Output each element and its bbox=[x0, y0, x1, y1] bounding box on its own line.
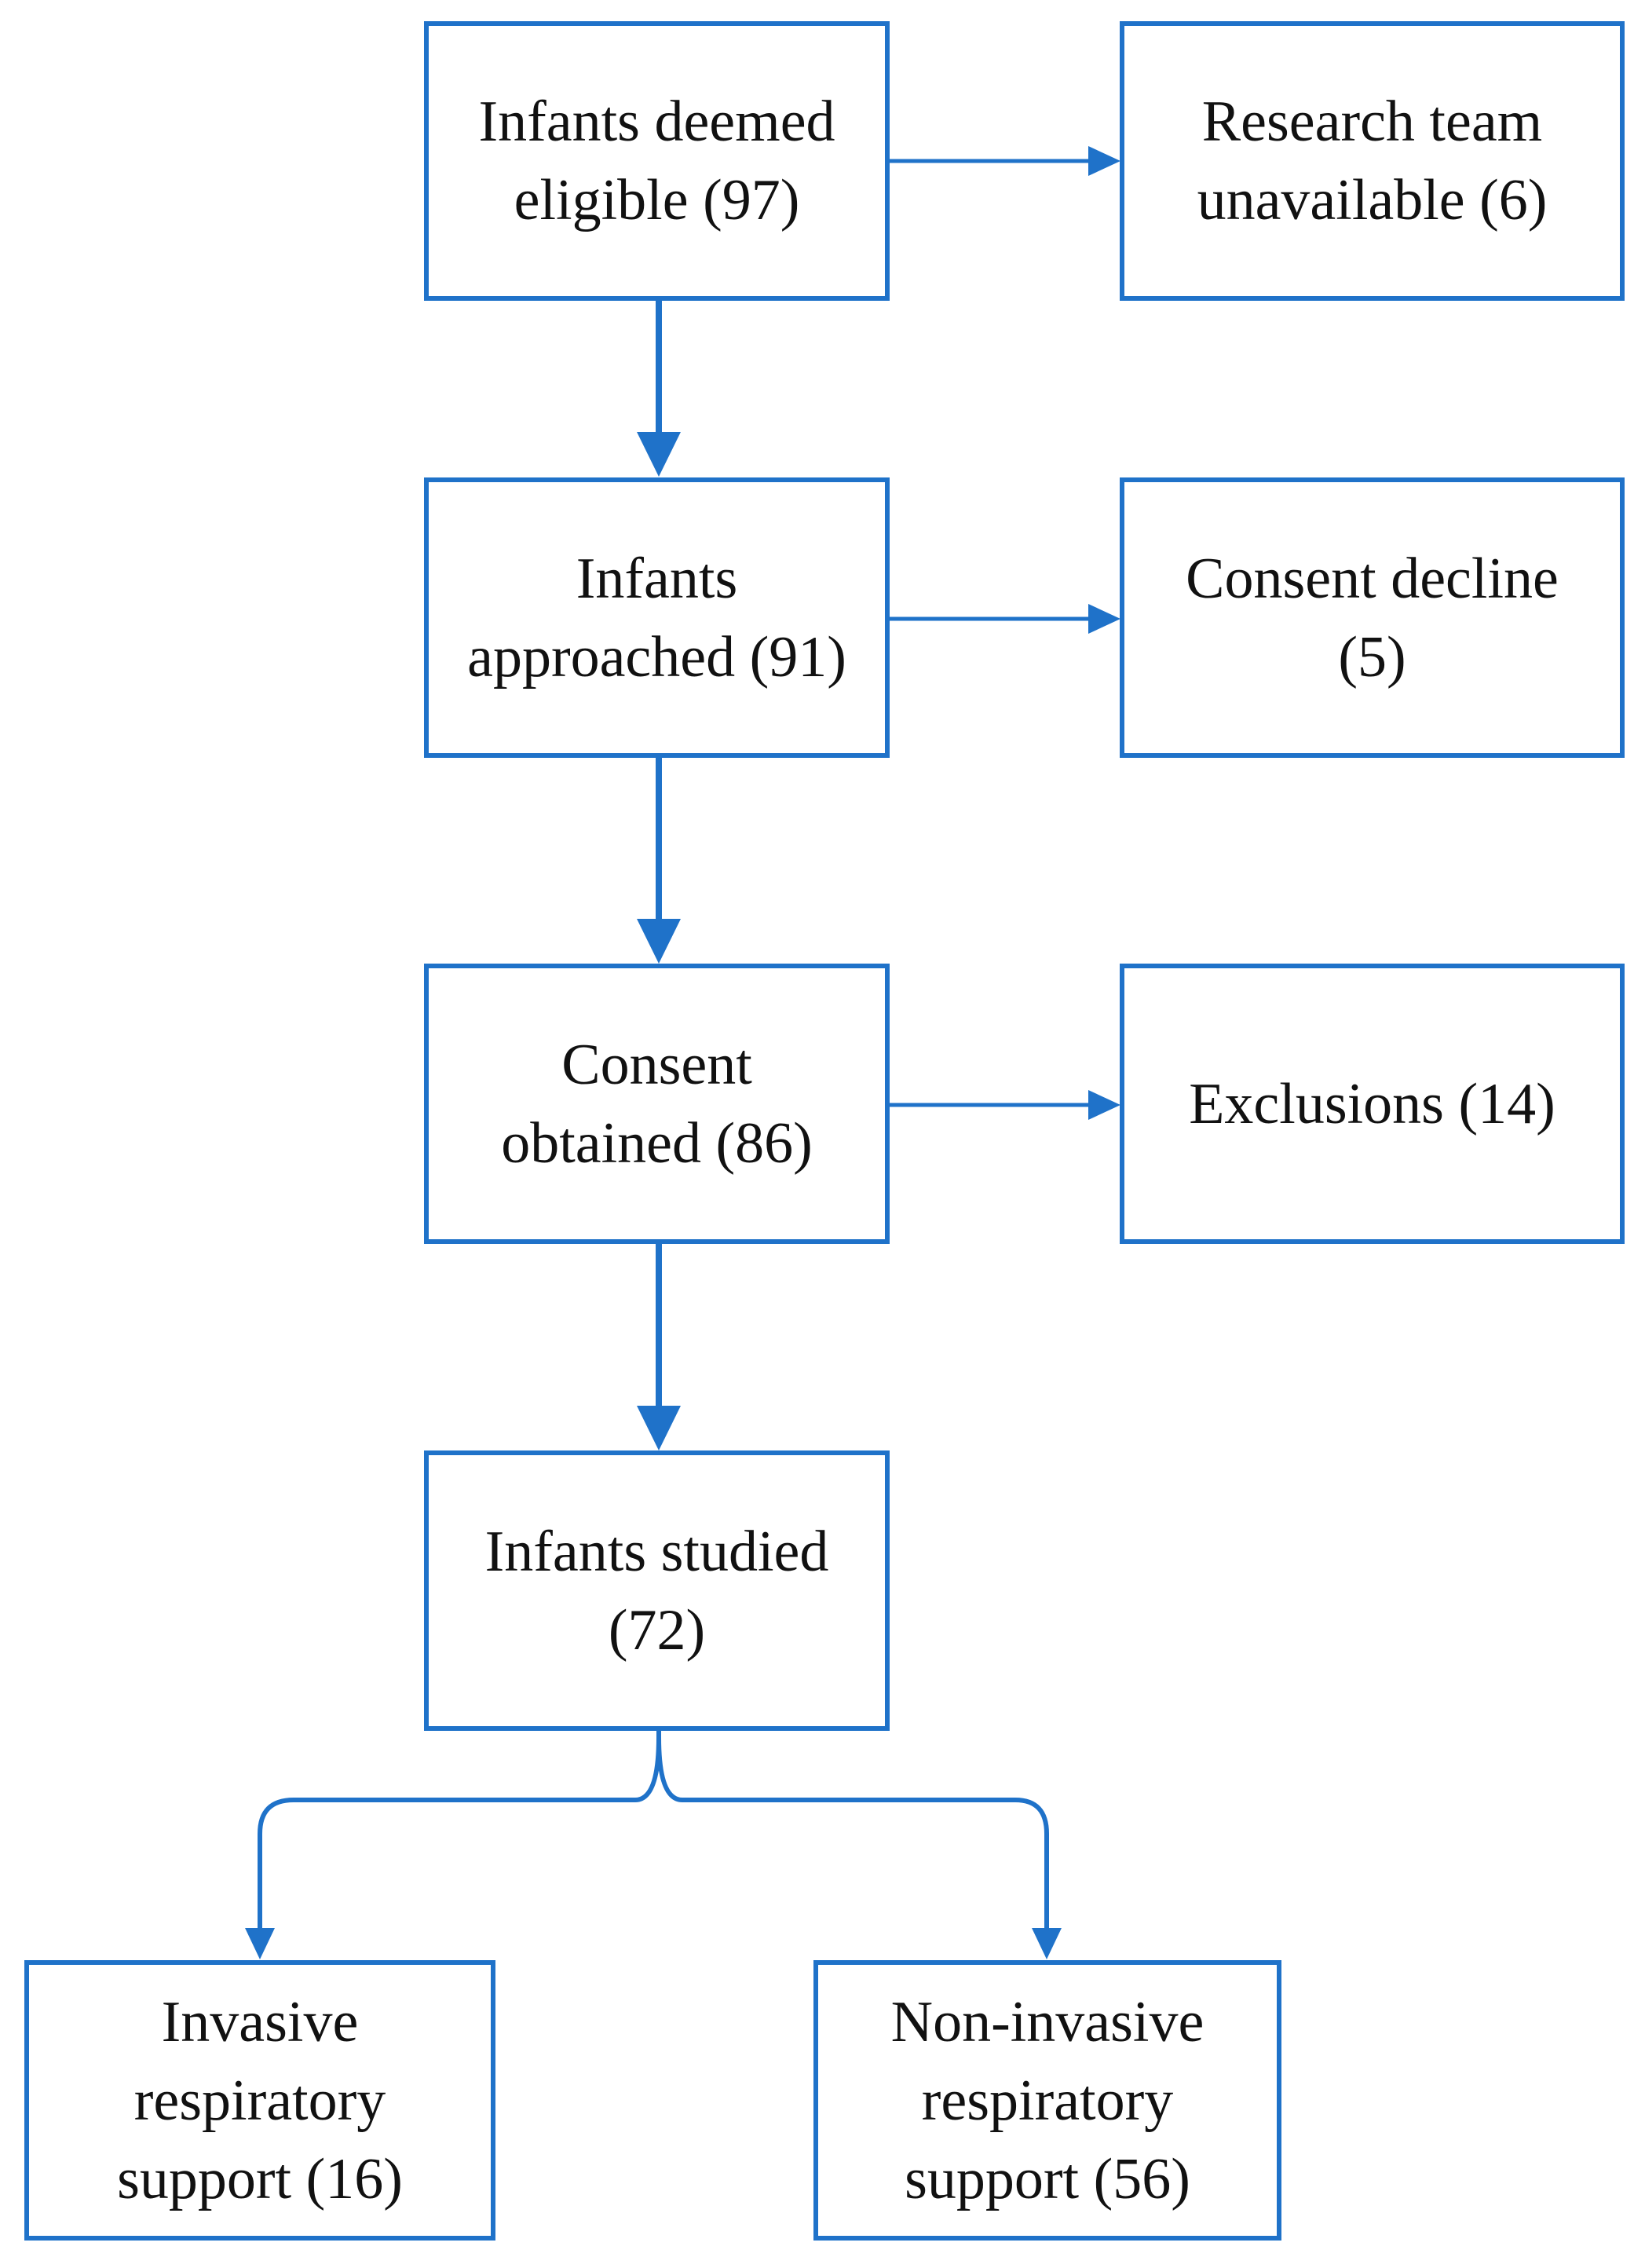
node-exclusions: Exclusions (14) bbox=[1120, 964, 1625, 1244]
node-studied-label: Infants studied (72) bbox=[484, 1519, 829, 1663]
node-declined-label: Consent decline (5) bbox=[1186, 546, 1559, 690]
node-approached-label: Infants approached (91) bbox=[467, 546, 846, 690]
split-connector bbox=[258, 1728, 1049, 1933]
node-studied: Infants studied (72) bbox=[424, 1450, 890, 1731]
arrowhead-invasive bbox=[245, 1928, 275, 1959]
arrowhead-obtained bbox=[637, 919, 681, 964]
node-obtained-label: Consent obtained (86) bbox=[501, 1032, 813, 1176]
node-obtained: Consent obtained (86) bbox=[424, 964, 890, 1244]
node-approached: Infants approached (91) bbox=[424, 477, 890, 758]
node-noninvasive: Non-invasive respiratory support (56) bbox=[813, 1960, 1281, 2241]
arrowhead-exclusions bbox=[1088, 1090, 1120, 1120]
arrowhead-approached bbox=[637, 432, 681, 477]
node-eligible: Infants deemed eligible (97) bbox=[424, 21, 890, 301]
arrowhead-studied bbox=[637, 1406, 681, 1450]
node-unavailable: Research team unavailable (6) bbox=[1120, 21, 1625, 301]
arrowhead-noninvasive bbox=[1032, 1928, 1062, 1959]
node-invasive-label: Invasive respiratory support (16) bbox=[117, 1989, 403, 2211]
node-unavailable-label: Research team unavailable (6) bbox=[1197, 90, 1548, 232]
node-declined: Consent decline (5) bbox=[1120, 477, 1625, 758]
arrowhead-unavailable bbox=[1088, 146, 1120, 176]
arrowhead-declined bbox=[1088, 604, 1120, 634]
node-noninvasive-label: Non-invasive respiratory support (56) bbox=[890, 1989, 1205, 2211]
node-invasive: Invasive respiratory support (16) bbox=[24, 1960, 495, 2241]
node-exclusions-label: Exclusions (14) bbox=[1189, 1071, 1555, 1136]
node-eligible-label: Infants deemed eligible (97) bbox=[478, 90, 835, 232]
